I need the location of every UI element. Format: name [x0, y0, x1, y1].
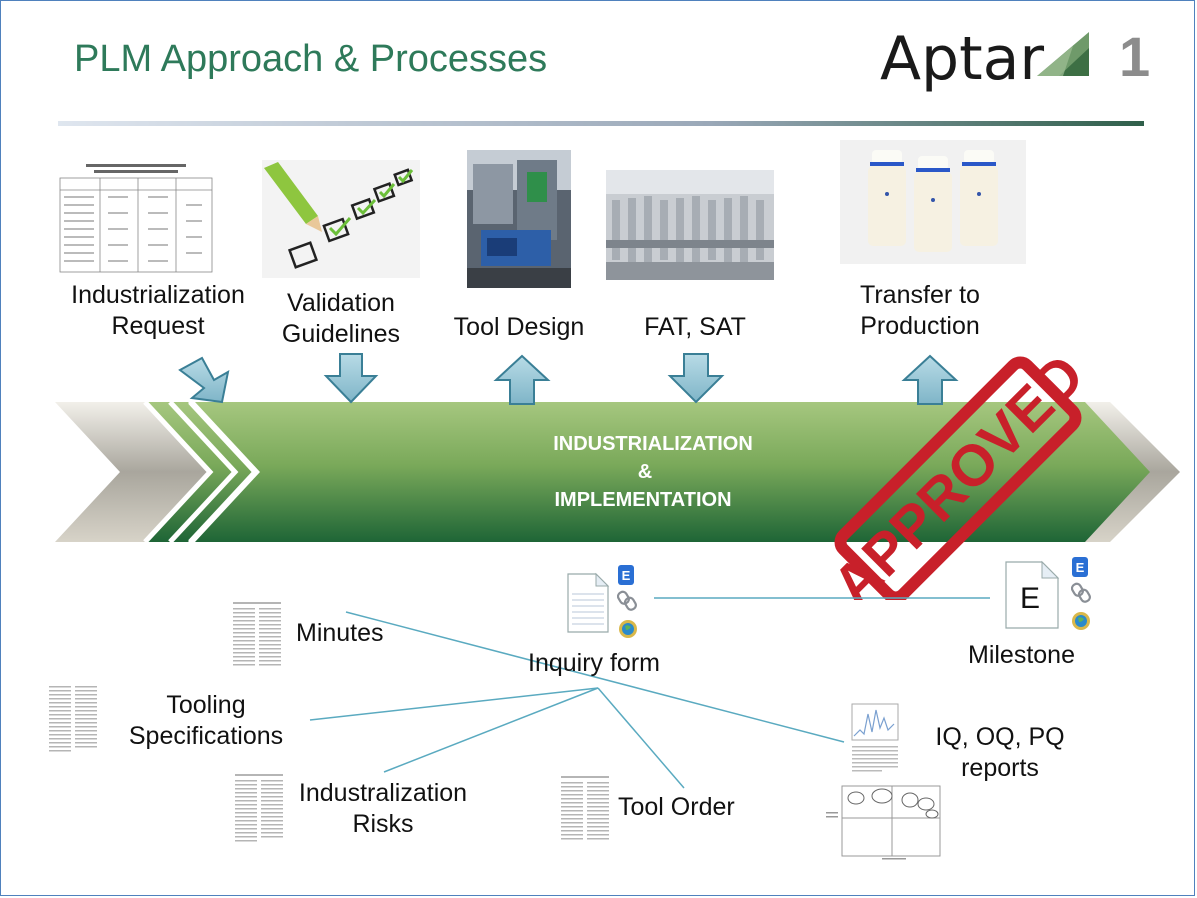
report-chart-document-icon: [848, 700, 902, 778]
link-chain-icon: [1071, 582, 1091, 603]
band-text-line3: IMPLEMENTATION: [554, 489, 731, 511]
tooling-specifications-document-icon: [46, 682, 100, 756]
up-arrow-icon: [493, 354, 551, 405]
label-line: Industralization: [298, 779, 468, 807]
step-label-line: Industrialization: [71, 281, 245, 309]
tool-order-label: Tool Order: [618, 793, 735, 821]
globe-icon: [619, 620, 637, 638]
iq-oq-pq-reports-label: IQ, OQ, PQ reports: [920, 722, 1080, 784]
blue-e-badge-icon: E: [1072, 557, 1088, 577]
green-chevron-stripe: [145, 402, 235, 542]
milestone-label: Milestone: [968, 641, 1075, 669]
industrialization-risks-label: Industralization Risks: [288, 778, 478, 840]
bottles-photo-thumbnail: [840, 140, 1026, 264]
green-main-band: [195, 402, 1150, 542]
globe-icon: [1072, 612, 1090, 630]
step-label-line: Tool Design: [453, 313, 585, 341]
header-divider: [58, 121, 1144, 126]
page-number: 1: [1119, 25, 1151, 88]
aptar-logo-icon: [1037, 32, 1089, 76]
label-line: Specifications: [128, 722, 284, 750]
step-label-line: Production: [860, 312, 980, 340]
industrialization-risks-document-icon: [232, 770, 286, 846]
step-label-line: Validation: [287, 289, 395, 317]
link-chain-icon: [617, 590, 637, 611]
minutes-document-icon: [230, 598, 284, 672]
slide-title: PLM Approach & Processes: [74, 38, 548, 80]
step-label-line: Request: [111, 312, 205, 340]
step-label-tool-design: Tool Design: [440, 312, 598, 343]
tool-order-document-icon: [558, 772, 612, 848]
milestone-file-icon: E: [1005, 560, 1060, 629]
down-arrow-icon: [178, 356, 230, 404]
table-document-thumbnail: [56, 160, 216, 274]
checklist-pencil-thumbnail: [262, 160, 420, 278]
left-grey-chevron: [55, 402, 210, 542]
step-label-line: FAT, SAT: [644, 313, 746, 341]
factory-line-photo-thumbnail: [606, 170, 774, 280]
band-text-line1: INDUSTRIALIZATION: [553, 433, 753, 455]
label-line: IQ, OQ, PQ: [935, 723, 1065, 751]
inquiry-form-label: Inquiry form: [528, 649, 660, 677]
label-line: Risks: [352, 810, 414, 838]
milestone-file-letter: E: [1020, 582, 1040, 615]
blue-e-badge-icon: E: [618, 565, 634, 585]
step-label-line: Guidelines: [281, 320, 401, 348]
up-arrow-icon: [901, 354, 959, 405]
down-arrow-icon: [667, 353, 725, 404]
label-line: Tooling: [166, 691, 246, 719]
step-label-fat-sat: FAT, SAT: [616, 312, 774, 343]
minutes-label: Minutes: [296, 619, 384, 647]
step-label-line: Transfer to: [860, 281, 980, 309]
svg-text:E: E: [1076, 560, 1085, 575]
tooling-specifications-label: Tooling Specifications: [116, 690, 296, 752]
report-bubble-chart-icon: [822, 782, 946, 862]
green-chevron-stripe: [172, 402, 253, 542]
label-line: reports: [961, 754, 1039, 782]
step-label-industrialization-request: Industrialization Request: [40, 280, 276, 342]
process-band-diagram: INDUSTRIALIZATION & IMPLEMENTATION APPRO…: [55, 342, 1180, 600]
step-label-validation-guidelines: Validation Guidelines: [262, 288, 420, 350]
band-text-line2: &: [638, 461, 652, 483]
step-label-transfer-to-production: Transfer to Production: [836, 280, 1004, 342]
aptar-logo-text: Aptar: [880, 24, 1045, 94]
down-arrow-icon: [323, 353, 379, 404]
machine-photo-thumbnail: [467, 150, 571, 288]
inquiry-form-file-icon: [567, 572, 610, 633]
document-connector-lines: [309, 597, 990, 789]
svg-text:E: E: [622, 568, 631, 583]
